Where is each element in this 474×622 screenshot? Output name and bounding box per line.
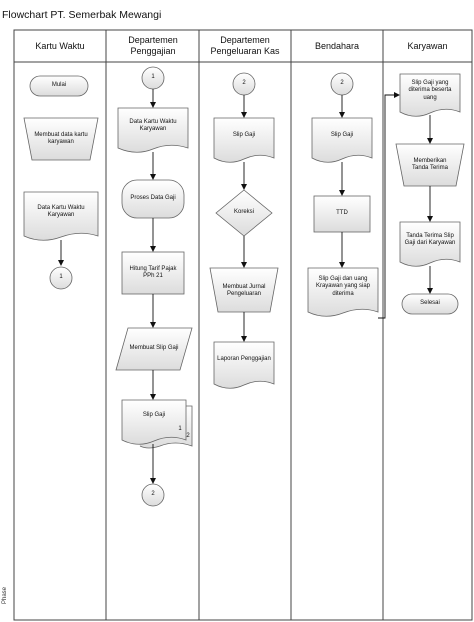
connector-out-1 bbox=[49, 266, 73, 290]
connector-out-2 bbox=[141, 483, 165, 507]
slip-uang-doc bbox=[307, 267, 379, 317]
koreksi-decision bbox=[215, 189, 273, 237]
membuat-jurnal-manual-op bbox=[209, 267, 279, 313]
slip-gaji-bend-doc bbox=[311, 117, 373, 163]
membuat-slip-data bbox=[115, 327, 193, 371]
memberikan-manual-op bbox=[395, 143, 465, 187]
hitung-tarif-process bbox=[121, 251, 185, 295]
connector-in-2b bbox=[330, 72, 354, 96]
connector-in-1 bbox=[141, 66, 165, 90]
laporan-doc bbox=[213, 341, 275, 389]
data-kartu-waktu-doc bbox=[23, 191, 99, 241]
selesai-terminator bbox=[401, 293, 459, 315]
ttd-process bbox=[313, 195, 371, 233]
phase-label: Phase bbox=[2, 586, 8, 604]
lane-header-karyawan: Karyawan bbox=[407, 40, 448, 51]
lane-header-departemen-pengeluaran-kas: Departemen Pengeluaran Kas bbox=[210, 35, 280, 56]
proses-data-gaji-process bbox=[121, 179, 185, 219]
membuat-data-manual-op bbox=[23, 117, 99, 161]
slip-gaji-kas-doc bbox=[213, 117, 275, 163]
slip-diterima-doc bbox=[399, 73, 461, 117]
slip-gaji-multidoc-front bbox=[121, 399, 187, 445]
lane-header-departemen-penggajian: Departemen Penggajian bbox=[128, 35, 178, 56]
connector-in-2a bbox=[232, 72, 256, 96]
lane-header-bendahara: Bendahara bbox=[314, 40, 360, 51]
page-title: Flowchart PT. Semerbak Mewangi bbox=[2, 9, 162, 21]
edge bbox=[378, 92, 400, 319]
data-kartu-waktu-doc-2 bbox=[117, 107, 189, 153]
lane-header-kartu-waktu: Kartu Waktu bbox=[35, 40, 85, 51]
tanda-terima-doc bbox=[399, 221, 461, 267]
mulai-terminator bbox=[29, 75, 89, 97]
